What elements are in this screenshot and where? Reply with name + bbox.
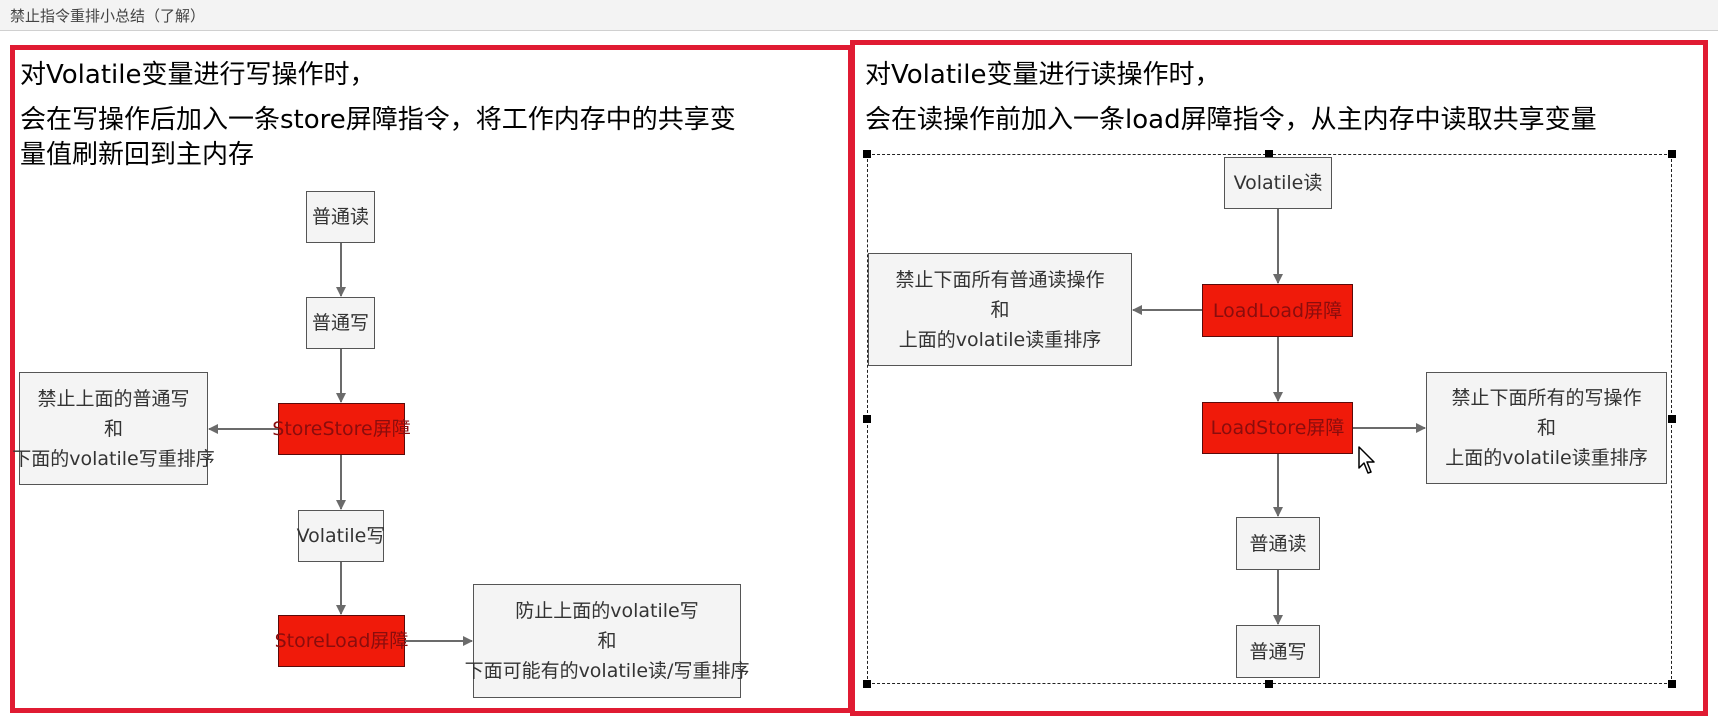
note-loadload-line1: 禁止下面所有普通读操作: [895, 268, 1105, 291]
selection-handle-bottom-right[interactable]: [1668, 680, 1676, 688]
note-loadload-line2: 和: [990, 298, 1010, 321]
node-volatile-write: Volatile写: [297, 510, 385, 562]
note-storestore-line2: 和: [103, 417, 123, 440]
node-normal-read-right: 普通读: [1236, 517, 1320, 570]
read-heading-line1: 对Volatile变量进行读操作时，: [865, 60, 1221, 90]
node-normal-write: 普通写: [306, 297, 375, 349]
read-heading-line2: 会在读操作前加入一条load屏障指令，从主内存中读取共享变量: [865, 105, 1597, 135]
note-storeload: 防止上面的volatile写 和 下面可能有的volatile读/写重排序: [465, 584, 749, 698]
selection-handle-top-right[interactable]: [1668, 150, 1676, 158]
note-loadstore-line3: 上面的volatile读重排序: [1445, 447, 1648, 469]
node-storeload-barrier: StoreLoad屏障: [275, 615, 408, 667]
note-loadstore-line1: 禁止下面所有的写操作: [1451, 387, 1642, 409]
note-loadload-line3: 上面的volatile读重排序: [898, 328, 1102, 351]
note-storestore: 禁止上面的普通写 和 下面的volatile写重排序: [12, 372, 215, 485]
selection-handle-top-left[interactable]: [863, 150, 871, 158]
write-heading-line3: 量值刷新回到主内存: [20, 140, 255, 170]
note-loadstore-line2: 和: [1536, 417, 1556, 439]
selection-handle-bottom-left[interactable]: [863, 680, 871, 688]
selection-handle-bottom-center[interactable]: [1265, 680, 1273, 688]
write-heading-line1: 对Volatile变量进行写操作时，: [20, 60, 376, 90]
write-heading-line2: 会在写操作后加入一条store屏障指令，将工作内存中的共享变: [20, 105, 736, 135]
node-storestore-barrier: StoreStore屏障: [272, 403, 411, 455]
note-loadload: 禁止下面所有普通读操作 和 上面的volatile读重排序: [868, 253, 1132, 366]
note-storeload-line2: 和: [597, 630, 617, 652]
node-normal-write-right: 普通写: [1236, 625, 1320, 678]
node-volatile-read: Volatile读: [1224, 157, 1332, 209]
node-loadload-barrier: LoadLoad屏障: [1202, 284, 1353, 337]
note-storeload-line1: 防止上面的volatile写: [515, 600, 699, 622]
note-storeload-line3: 下面可能有的volatile读/写重排序: [464, 660, 750, 682]
note-loadstore: 禁止下面所有的写操作 和 上面的volatile读重排序: [1426, 372, 1667, 484]
note-storestore-line1: 禁止上面的普通写: [37, 387, 190, 410]
selection-handle-top-center[interactable]: [1265, 150, 1273, 158]
selection-handle-middle-right[interactable]: [1668, 415, 1676, 423]
node-loadstore-barrier: LoadStore屏障: [1202, 402, 1353, 454]
node-normal-read: 普通读: [306, 191, 375, 243]
selection-handle-middle-left[interactable]: [863, 415, 871, 423]
window-titlebar: 禁止指令重排小总结（了解）: [0, 0, 1718, 31]
window-title: 禁止指令重排小总结（了解）: [10, 7, 206, 25]
note-storestore-line3: 下面的volatile写重排序: [12, 447, 215, 470]
mouse-cursor-icon: [1358, 446, 1375, 474]
